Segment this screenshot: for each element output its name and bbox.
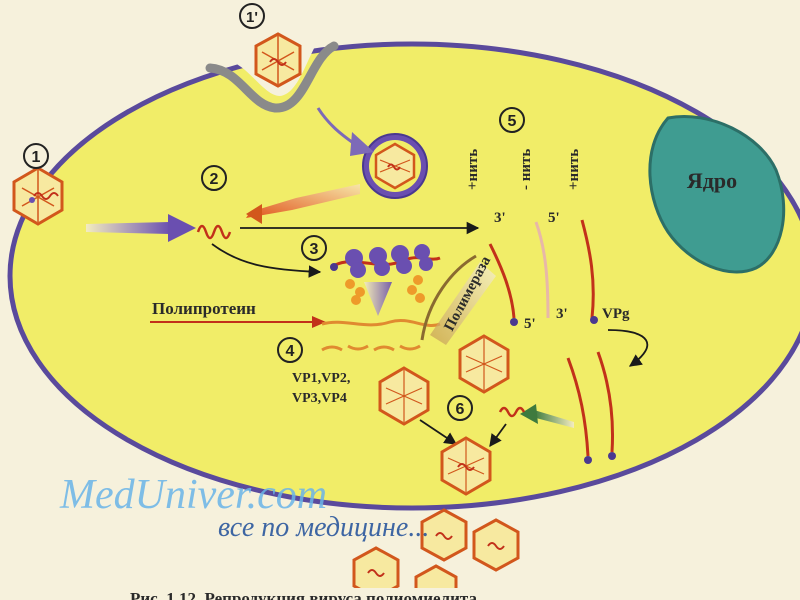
mature-virion-1 [440, 436, 492, 496]
vp-label-line2: VP3,VP4 [292, 391, 347, 406]
svg-text:5: 5 [508, 113, 517, 130]
step-1prime-marker: 1' [239, 3, 265, 29]
svg-text:2: 2 [210, 171, 219, 188]
virion-entering [254, 32, 302, 88]
step-6-marker: 6 [447, 395, 473, 421]
procapsid-1 [458, 334, 510, 394]
strand-synthesis-arrow [607, 329, 649, 367]
step-2-marker: 2 [201, 165, 227, 191]
polysome [330, 244, 441, 316]
mature-virion-2 [420, 508, 468, 562]
uncoating-arrowhead [246, 204, 262, 224]
step-4-marker: 4 [277, 337, 303, 363]
plus-strand-2-label: +нить [566, 149, 582, 190]
assembly-arrow-2 [489, 423, 507, 448]
step-1-marker: 1 [23, 143, 49, 169]
plus-strand-1-label: +нить [465, 149, 481, 190]
svg-text:4: 4 [286, 343, 295, 360]
strand1-5prime: 5' [524, 316, 536, 332]
uncoating-wedge [246, 184, 360, 218]
polyprotein-arrowhead [312, 316, 326, 328]
svg-text:3: 3 [310, 241, 319, 258]
figure-caption: Рис. 1.12. Репродукция вируса полиомиели… [130, 589, 477, 600]
packaging-rna [498, 406, 526, 418]
nucleus [648, 115, 786, 274]
procapsid-2 [378, 366, 430, 426]
released-rna [196, 224, 232, 240]
minus-strand [534, 221, 550, 319]
step-3-marker: 3 [301, 235, 327, 261]
strand2-5prime: 5' [548, 210, 560, 226]
membrane-invagination [205, 41, 339, 113]
strand1-3prime: 3' [494, 210, 506, 226]
plus-strand-2 [580, 219, 595, 319]
plus-strand-1 [488, 243, 516, 319]
packaging-wedge [534, 410, 574, 428]
polymerase-chain [420, 254, 477, 341]
entry-arrowhead [168, 214, 196, 242]
watermark-site: MedUniver.com [59, 472, 327, 518]
polymerase-wedge [430, 262, 496, 345]
svg-text:1': 1' [246, 9, 258, 26]
minus-strand-label: - нить [518, 149, 534, 190]
watermark-tagline: все по медицине... [218, 512, 429, 543]
endosome [362, 133, 428, 199]
polyprotein-label: Полипротеин [152, 299, 256, 318]
packaging-arrowhead [520, 404, 538, 424]
entry-wedge [86, 222, 170, 234]
strand2-3prime: 3' [556, 306, 568, 322]
nucleus-label: Ядро [687, 168, 737, 193]
new-plus-strand-b [596, 351, 614, 453]
step-5-marker: 5 [499, 107, 525, 133]
host-cell [7, 41, 800, 511]
mature-virion-3 [472, 518, 520, 572]
caption-strip [0, 588, 800, 600]
virion-attached [12, 166, 64, 226]
endocytosis-arrowhead [350, 132, 374, 156]
cleaved-proteins [321, 344, 421, 352]
vp-label-line1: VP1,VP2, [292, 371, 350, 386]
translation-arrow [211, 243, 322, 278]
new-plus-strand-a [566, 357, 590, 457]
svg-text:1: 1 [32, 149, 41, 166]
assembly-arrow-1 [419, 419, 458, 445]
vpg-label: VPg [602, 306, 630, 322]
svg-text:6: 6 [456, 401, 465, 418]
